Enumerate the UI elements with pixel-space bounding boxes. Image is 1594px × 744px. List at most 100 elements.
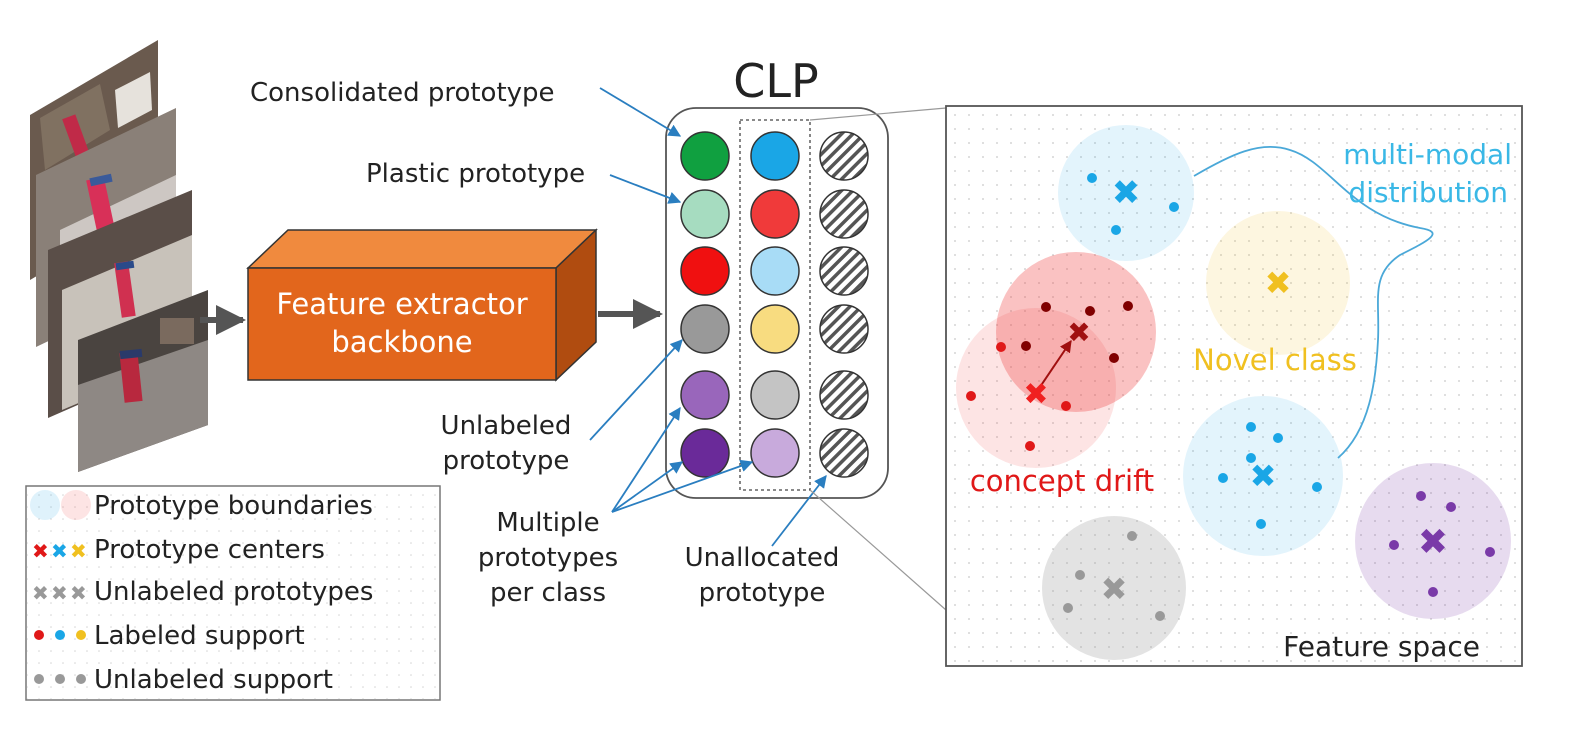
prototype-col2-1 — [750, 131, 800, 181]
unallocated-prototype-label-line2: prototype — [699, 578, 826, 608]
labeled-support-point — [1041, 302, 1051, 312]
consolidated-prototype-arrow — [599, 87, 682, 137]
unlabeled-prototype-arrow — [589, 339, 683, 441]
yellow-cross-icon: ✖ — [70, 539, 87, 563]
red-dot-icon — [34, 630, 44, 640]
labeled-support-point — [1446, 502, 1456, 512]
legend-unlabeled-support: Unlabeled support — [34, 665, 333, 695]
multiple-prototypes-arrow-2 — [611, 461, 684, 513]
prototype-col2-5 — [750, 370, 800, 420]
gray-cross-icon: ✖ — [70, 581, 87, 605]
prototype-boundary — [1183, 396, 1343, 556]
gray-cross-icon: ✖ — [51, 581, 68, 605]
prototype-col2-2 — [750, 189, 800, 239]
purple-cluster: ✖ — [1355, 463, 1511, 619]
unallocated-prototype-label-line1: Unallocated — [685, 543, 840, 573]
zoom-line-bottom — [809, 489, 947, 611]
multi-prototype-column-box — [739, 119, 811, 491]
unallocated-prototype-arrow — [771, 475, 827, 547]
unlabeled-support-point — [1127, 531, 1137, 541]
labeled-support-point — [1246, 453, 1256, 463]
unallocated-prototype-slot — [819, 304, 869, 354]
labeled-support-point — [1246, 422, 1256, 432]
input-image-stack — [30, 40, 246, 472]
labeled-support-point — [1312, 482, 1322, 492]
labeled-support-point — [1123, 301, 1133, 311]
unlabeled-support-point — [1075, 570, 1085, 580]
labeled-support-point — [1218, 473, 1228, 483]
legend-centers-label: Prototype centers — [94, 535, 325, 565]
unallocated-prototype-slot — [819, 428, 869, 478]
multiple-prototypes-label-line2: prototypes — [478, 543, 618, 573]
prototype-col1-6 — [680, 428, 730, 478]
gray-dot-icon — [34, 674, 44, 684]
multiple-prototypes-label-line1: Multiple — [496, 508, 599, 538]
red-cross-icon: ✖ — [32, 539, 49, 563]
legend-labeled-support: Labeled support — [34, 621, 305, 651]
legend-unlabeled-prototypes-label: Unlabeled prototypes — [94, 577, 373, 607]
unallocated-prototype-slot — [819, 131, 869, 181]
blue-dot-icon — [55, 630, 65, 640]
unallocated-prototype-column — [819, 131, 869, 478]
blue-boundary-swatch — [30, 490, 60, 520]
labeled-support-point — [1087, 173, 1097, 183]
legend: Prototype boundaries ✖ ✖ ✖ Prototype cen… — [25, 485, 441, 701]
prototype-col1-3 — [680, 246, 730, 296]
labeled-support-point — [1111, 225, 1121, 235]
labeled-support-point — [966, 391, 976, 401]
drift-arrow — [1041, 340, 1072, 385]
prototype-boundary — [1355, 463, 1511, 619]
labeled-support-point — [1085, 306, 1095, 316]
consolidated-prototype-column — [680, 131, 730, 478]
labeled-support-point — [1021, 341, 1031, 351]
feature-space-panel: ✖ ✖ Novel class ✖ ✖ concep — [945, 105, 1523, 667]
legend-labeled-support-label: Labeled support — [94, 621, 305, 651]
prototype-boundary — [1058, 125, 1194, 261]
novel-class-cluster: ✖ Novel class — [1193, 211, 1357, 377]
gray-dot-icon — [76, 674, 86, 684]
gray-prototype-center-icon: ✖ — [1101, 570, 1128, 608]
unallocated-prototype-slot — [819, 246, 869, 296]
labeled-support-point — [1109, 353, 1119, 363]
plastic-prototype-label: Plastic prototype — [366, 159, 585, 189]
multimodal-distribution-curve — [1193, 146, 1434, 459]
gray-dot-icon — [55, 674, 65, 684]
multiple-prototypes-label-line3: per class — [490, 578, 606, 608]
zoom-line-top — [809, 107, 947, 121]
labeled-support-point — [1416, 491, 1426, 501]
plastic-prototype-arrow — [609, 174, 682, 204]
purple-prototype-center-icon: ✖ — [1418, 522, 1448, 563]
prototype-boundary — [1206, 211, 1350, 355]
blue-prototype-center-icon: ✖ — [1250, 457, 1277, 495]
unallocated-prototype-slot — [819, 189, 869, 239]
labeled-support-point — [996, 342, 1006, 352]
legend-unlabeled-support-label: Unlabeled support — [94, 665, 333, 695]
labeled-support-point — [1061, 401, 1071, 411]
legend-centers: ✖ ✖ ✖ Prototype centers — [32, 535, 325, 565]
labeled-support-point — [1169, 202, 1179, 212]
blue-cross-icon: ✖ — [51, 539, 68, 563]
blue-cluster-top: ✖ — [1058, 125, 1194, 261]
yellow-dot-icon — [76, 630, 86, 640]
labeled-support-point — [1389, 540, 1399, 550]
unlabeled-prototype-label-line1: Unlabeled — [441, 411, 572, 441]
prototype-col2-6 — [750, 428, 800, 478]
clp-title: CLP — [733, 54, 819, 108]
labeled-support-point — [1273, 433, 1283, 443]
prototype-boundary — [996, 252, 1156, 412]
backbone-label-line1: Feature extractor — [276, 287, 527, 321]
labeled-support-point — [1256, 519, 1266, 529]
multiple-prototypes-arrow-3 — [611, 459, 754, 513]
concept-drift-cluster: ✖ ✖ concept drift — [956, 252, 1156, 498]
blue-prototype-center-icon: ✖ — [1112, 173, 1141, 213]
labeled-support-point — [1485, 547, 1495, 557]
prototype-col2-4 — [750, 304, 800, 354]
gray-cross-icon: ✖ — [32, 581, 49, 605]
yellow-prototype-center-icon: ✖ — [1265, 264, 1292, 302]
blue-cluster-bottom: ✖ — [1183, 396, 1343, 556]
legend-unlabeled-prototypes: ✖ ✖ ✖ Unlabeled prototypes — [32, 577, 373, 607]
clp-callouts: Consolidated prototype Plastic prototype… — [250, 78, 839, 608]
unallocated-prototype-slot — [819, 370, 869, 420]
prototype-boundary — [1042, 516, 1186, 660]
